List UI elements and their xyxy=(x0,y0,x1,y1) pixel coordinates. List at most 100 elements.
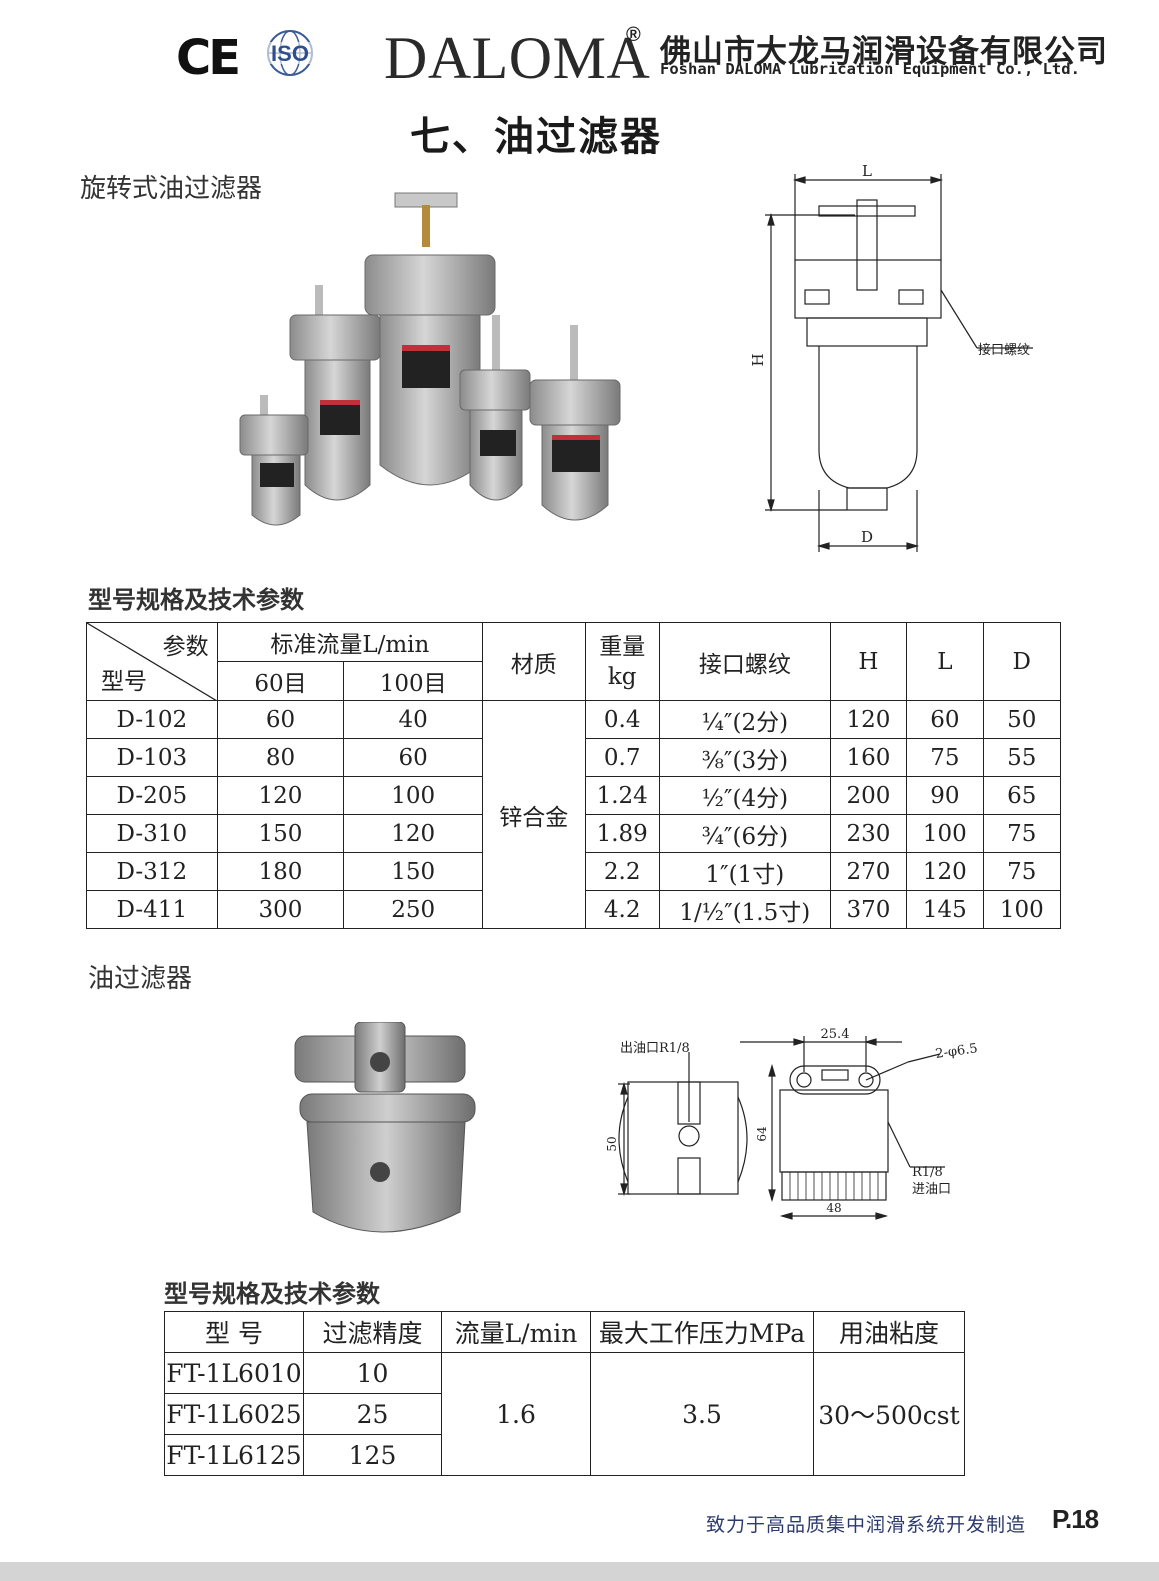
cell-h: 160 xyxy=(829,738,908,777)
cell-model: FT-1L6125 xyxy=(164,1434,304,1476)
cell-h: 200 xyxy=(829,776,908,815)
cell-thread: ¾″(6分) xyxy=(658,814,831,853)
cell-flow100: 120 xyxy=(343,814,483,853)
cell-l: 120 xyxy=(906,852,984,891)
page-title: 七、油过滤器 xyxy=(410,114,662,160)
brand-name: DALOMA xyxy=(384,25,651,91)
cell-precision: 25 xyxy=(303,1393,442,1435)
table-row: D-103 80 60 0.7 ⅜″(3分) 160 75 55 xyxy=(86,738,1062,777)
cell-model: D-312 xyxy=(86,852,218,891)
cell-precision: 10 xyxy=(303,1352,442,1394)
corner-model-label: 型号 xyxy=(101,669,147,695)
cell-thread: 1″(1寸) xyxy=(658,852,831,891)
dim-50-label: 50 xyxy=(605,1136,619,1151)
cell-l: 75 xyxy=(906,738,984,777)
dim-L-label: L xyxy=(862,162,872,180)
section-heading-oil-filter: 油过滤器 xyxy=(88,964,193,994)
dim-D-label: D xyxy=(861,528,873,546)
cell-h: 230 xyxy=(829,814,908,853)
cell-material: 锌合金 xyxy=(482,700,586,929)
oil-filter-drawing: 出油口R1/8 50 64 25.4 2-φ6.5 48 R1/8 进油口 xyxy=(605,1027,979,1220)
cell-model: D-205 xyxy=(86,776,218,815)
weight-header: 重量 kg xyxy=(584,622,660,701)
iso-text: ISO xyxy=(271,41,309,66)
cell-flow60: 80 xyxy=(216,738,345,777)
cell-weight: 1.89 xyxy=(584,814,660,853)
material-header: 材质 xyxy=(482,622,586,701)
table-corner-cell: 参数 型号 xyxy=(86,622,218,701)
section-heading-rotary-filter: 旋转式油过滤器 xyxy=(80,174,263,204)
cell-d: 50 xyxy=(982,700,1062,739)
mesh60-header: 60目 xyxy=(216,661,345,701)
cell-thread: ⅜″(3分) xyxy=(658,738,831,777)
d-header: D xyxy=(982,622,1062,701)
cell-l: 60 xyxy=(906,700,984,739)
header-pressure: 最大工作压力MPa xyxy=(590,1311,814,1353)
cell-h: 120 xyxy=(829,700,908,739)
dim-64-label: 64 xyxy=(755,1126,769,1142)
h-header: H xyxy=(829,622,908,701)
cell-weight: 1.24 xyxy=(584,776,660,815)
cell-d: 65 xyxy=(982,776,1062,815)
table-row: D-102 60 40 锌合金 0.4 ¼″(2分) 120 60 50 xyxy=(86,700,1062,929)
section2-table-title: 型号规格及技术参数 xyxy=(164,1280,380,1308)
rotary-filter-drawing: L H D 接口螺纹 xyxy=(749,162,1033,552)
cell-viscosity: 30～500cst xyxy=(813,1352,965,1476)
outlet-label: 出油口R1/8 xyxy=(620,1041,690,1056)
weight-unit-label: kg xyxy=(607,663,637,690)
thread-callout: 接口螺纹 xyxy=(978,342,1030,358)
mesh100-header: 100目 xyxy=(343,661,483,701)
dim-48-label: 48 xyxy=(826,1201,841,1215)
cell-model: D-102 xyxy=(86,700,218,739)
cell-weight: 2.2 xyxy=(584,852,660,891)
flow-header: 标准流量L/min xyxy=(216,622,484,662)
cell-model: FT-1L6025 xyxy=(164,1393,304,1435)
inlet-thread-label: R1/8 xyxy=(912,1165,943,1180)
cell-model: D-310 xyxy=(86,814,218,853)
inlet-label: 进油口 xyxy=(912,1182,951,1197)
dim-25-4-label: 25.4 xyxy=(821,1027,850,1042)
cell-l: 145 xyxy=(906,890,984,929)
diagonal-line xyxy=(87,623,217,701)
cell-flow100: 100 xyxy=(343,776,483,815)
ce-mark: CE xyxy=(176,30,241,86)
cell-h: 370 xyxy=(829,890,908,929)
cell-flow60: 60 xyxy=(216,700,345,739)
cell-flow100: 150 xyxy=(343,852,483,891)
bottom-bar xyxy=(0,1562,1159,1581)
cell-flow100: 250 xyxy=(343,890,483,929)
cell-flow60: 150 xyxy=(216,814,345,853)
cell-pressure: 3.5 xyxy=(590,1352,814,1476)
cell-thread: ½″(4分) xyxy=(658,776,831,815)
oil-filter-product-photo xyxy=(294,1022,476,1233)
cell-flow60: 120 xyxy=(216,776,345,815)
cell-model: FT-1L6010 xyxy=(164,1352,304,1394)
thread-header: 接口螺纹 xyxy=(658,622,831,701)
cell-flow: 1.6 xyxy=(441,1352,591,1476)
cell-model: D-411 xyxy=(86,890,218,929)
table-row: D-312 180 150 2.2 1″(1寸) 270 120 75 xyxy=(86,852,1062,891)
cell-flow60: 300 xyxy=(216,890,345,929)
cell-d: 55 xyxy=(982,738,1062,777)
cell-thread: 1/½″(1.5寸) xyxy=(658,890,831,929)
cell-d: 75 xyxy=(982,814,1062,853)
cell-thread: ¼″(2分) xyxy=(658,700,831,739)
cell-weight: 0.4 xyxy=(584,700,660,739)
company-name-cn: 佛山市大龙马润滑设备有限公司 xyxy=(660,34,1108,70)
table-row: FT-1L6025 25 xyxy=(164,1393,965,1435)
l-header: L xyxy=(906,622,984,701)
cell-d: 100 xyxy=(982,890,1062,929)
header-precision: 过滤精度 xyxy=(303,1311,442,1353)
dim-H-label: H xyxy=(749,353,767,366)
cell-weight: 4.2 xyxy=(584,890,660,929)
header-flow: 流量L/min xyxy=(441,1311,591,1353)
rotary-filter-product-photo xyxy=(239,192,621,526)
cell-model: D-103 xyxy=(86,738,218,777)
cell-weight: 0.7 xyxy=(584,738,660,777)
header-model: 型 号 xyxy=(164,1311,304,1353)
cell-h: 270 xyxy=(829,852,908,891)
table-row: FT-1L6010 10 1.6 3.5 30～500cst xyxy=(164,1352,965,1476)
header-viscosity: 用油粘度 xyxy=(813,1311,965,1353)
section1-table-title: 型号规格及技术参数 xyxy=(88,586,304,614)
cell-precision: 125 xyxy=(303,1434,442,1476)
